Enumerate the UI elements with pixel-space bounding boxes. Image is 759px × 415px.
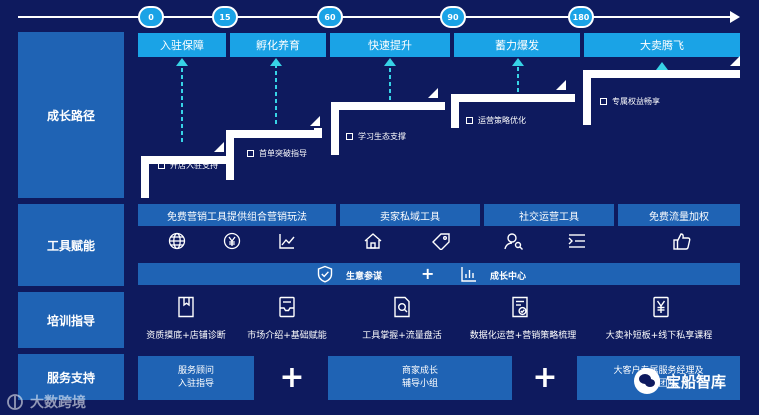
step-corner-5 <box>730 56 740 66</box>
user-search-icon <box>503 230 525 252</box>
step-caption-5: 专属权益畅享 <box>600 96 660 107</box>
training-item-1: 资质摸底+店铺诊断 <box>146 331 226 341</box>
globe-icon <box>166 230 188 252</box>
checkbox-icon <box>346 133 353 140</box>
document-search-icon <box>392 296 412 318</box>
tool-category-traffic: 免费流量加权 <box>618 204 740 226</box>
business-advisor-label: 生意参谋 <box>346 272 383 282</box>
yen-document-icon <box>651 296 671 318</box>
brand-logo-icon <box>7 394 23 410</box>
stage-entry-guarantee: 入驻保障 <box>138 33 226 57</box>
arrow-up-icon <box>512 58 524 66</box>
analytics-plus: + <box>421 264 435 283</box>
watermark-left: 大数跨境 <box>6 392 86 412</box>
stage-fast-boost: 快速提升 <box>330 33 450 57</box>
shield-check-icon <box>316 265 334 283</box>
watermark-right: 宝船智库 <box>634 368 726 394</box>
document-check-icon <box>510 296 530 318</box>
thumbs-up-icon <box>671 230 693 252</box>
timeline-point-60: 60 <box>317 6 343 28</box>
bar-chart-icon <box>460 265 478 283</box>
timeline-point-0: 0 <box>138 6 164 28</box>
growth-center-label: 成长中心 <box>490 272 527 282</box>
service-plus-2: + <box>532 359 558 395</box>
chart-icon <box>276 230 298 252</box>
tool-category-private-domain: 卖家私域工具 <box>340 204 480 226</box>
timeline-point-90: 90 <box>440 6 466 28</box>
timeline-line <box>18 16 732 18</box>
checkbox-icon <box>158 162 165 169</box>
training-item-2: 市场介绍+基础赋能 <box>247 331 327 341</box>
tool-category-social: 社交运营工具 <box>484 204 614 226</box>
tool-category-marketing: 免费营销工具提供组合营销玩法 <box>138 204 336 226</box>
wechat-icon <box>634 368 660 394</box>
inbox-icon <box>277 296 297 318</box>
step-caption-2: 首单突破指导 <box>247 148 307 159</box>
row-label-tool-empowerment: 工具赋能 <box>18 204 124 286</box>
step-caption-3: 学习生态支撑 <box>346 131 406 142</box>
stage-burst: 蓄力爆发 <box>454 33 580 57</box>
list-icon <box>566 230 588 252</box>
stage-incubation: 孵化养育 <box>230 33 326 57</box>
checkbox-icon <box>600 98 607 105</box>
row-label-growth-path: 成长路径 <box>18 32 124 198</box>
timeline-arrow-icon <box>730 11 740 23</box>
checkbox-icon <box>466 117 473 124</box>
arrow-up-icon <box>656 62 668 70</box>
arrow-up-icon <box>176 58 188 66</box>
step-corner-4 <box>556 80 566 90</box>
home-icon <box>362 230 384 252</box>
step-corner-3 <box>428 88 438 98</box>
timeline-point-15: 15 <box>212 6 238 28</box>
tag-icon <box>430 230 452 252</box>
timeline-point-180: 180 <box>568 6 594 28</box>
arrow-up-icon <box>384 58 396 66</box>
document-icon <box>176 296 196 318</box>
training-item-3: 工具掌握+流量盘活 <box>362 331 442 341</box>
analytics-bar <box>138 263 740 285</box>
row-label-training: 培训指导 <box>18 292 124 348</box>
yen-icon <box>221 230 243 252</box>
step-caption-4: 运营策略优化 <box>466 115 526 126</box>
step-caption-1: 开店入驻支持 <box>158 160 218 171</box>
stage-big-seller: 大卖腾飞 <box>584 33 740 57</box>
row-label-service: 服务支持 <box>18 354 124 400</box>
step-corner-1 <box>214 142 224 152</box>
service-box-advisor: 服务顾问 入驻指导 <box>138 356 254 400</box>
training-item-5: 大卖补短板+线下私享课程 <box>605 331 713 341</box>
training-item-4: 数据化运营+营销策略梳理 <box>469 331 577 341</box>
service-box-growth-team: 商家成长 辅导小组 <box>328 356 512 400</box>
checkbox-icon <box>247 150 254 157</box>
arrow-up-icon <box>270 58 282 66</box>
service-plus-1: + <box>279 359 305 395</box>
step-corner-2 <box>310 116 320 126</box>
